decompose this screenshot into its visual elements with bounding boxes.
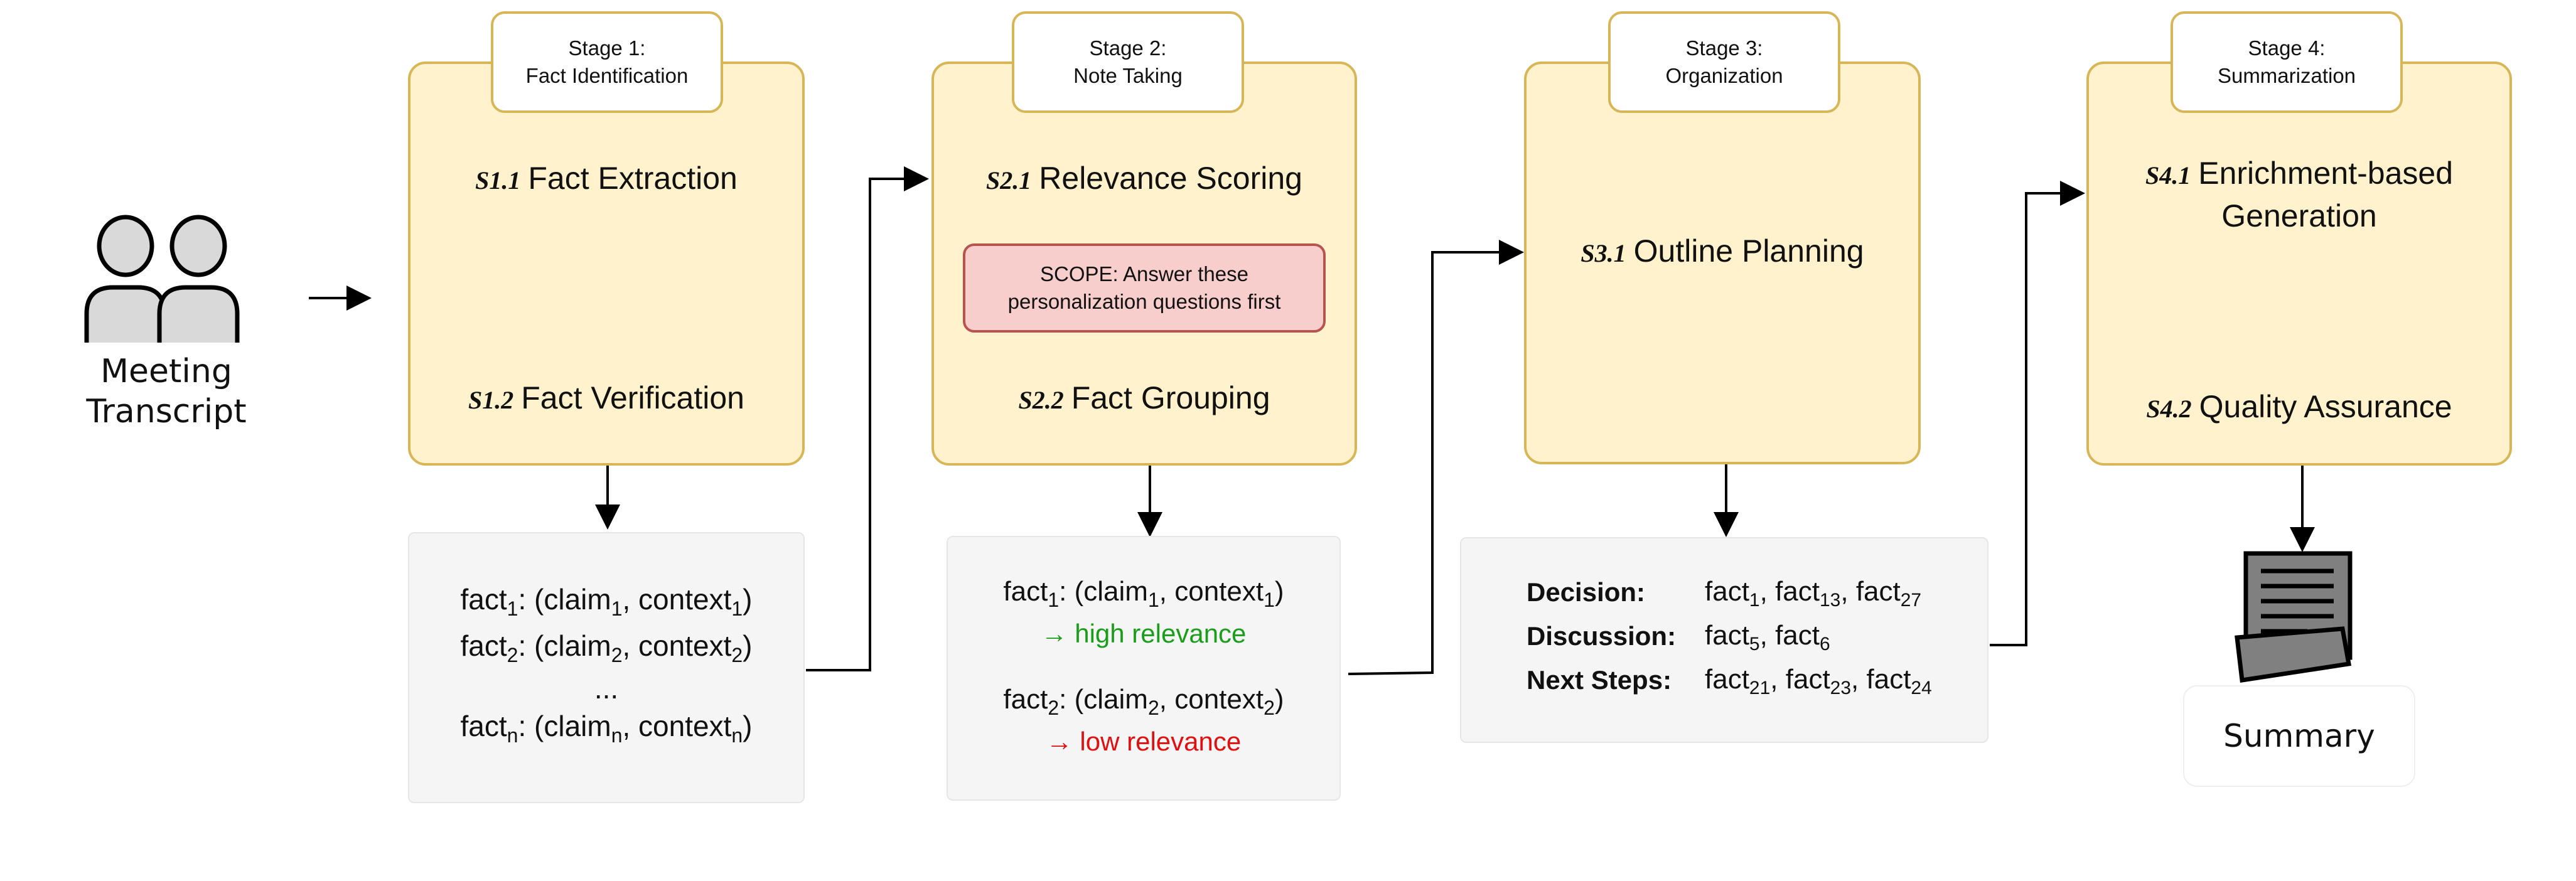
input-label: Meeting Transcript (86, 353, 247, 430)
scope-box: SCOPE: Answer these personalization ques… (963, 243, 1326, 333)
note-fact-1: fact1: (claim1, context1) (1003, 576, 1284, 611)
outline-facts-decision: fact1, fact13, fact27 (1705, 576, 1922, 611)
arrow-notes-to-stage3 (1348, 240, 1524, 675)
summary-box: Summary (2183, 685, 2415, 787)
outline-label-discussion: Discussion: (1527, 621, 1677, 651)
outline-facts-discussion: fact5, fact6 (1705, 620, 1830, 654)
arrow-facts-to-stage2 (806, 166, 929, 671)
fact-line-n: factn: (claimn, contextn) (460, 710, 753, 747)
note-fact-2: fact2: (claim2, context2) (1003, 684, 1284, 719)
stage1-box (408, 61, 805, 466)
fact-ellipsis: ... (594, 672, 619, 705)
note-relevance-low: → low relevance (1046, 727, 1242, 756)
arrow-outline-to-stage4 (1990, 181, 2085, 646)
stage2-tab: Stage 2: Note Taking (1012, 11, 1244, 113)
stage4-box (2086, 61, 2512, 466)
outline-label-decision: Decision: (1527, 577, 1646, 607)
outline-label-next-steps: Next Steps: (1527, 665, 1672, 695)
notes-box (947, 536, 1341, 801)
fact-line-1: fact1: (claim1, context1) (460, 583, 753, 620)
people-icon (84, 215, 240, 343)
fact-line-2: fact2: (claim2, context2) (460, 629, 753, 666)
stage3-tab: Stage 3: Organization (1608, 11, 1840, 113)
stage4-tab: Stage 4: Summarization (2171, 11, 2403, 113)
outline-facts-next-steps: fact21, fact23, fact24 (1705, 664, 1932, 698)
stage3-box (1524, 61, 1921, 464)
note-relevance-high: → high relevance (1041, 619, 1247, 648)
outline-box (1460, 537, 1988, 743)
document-icon (2235, 551, 2353, 683)
facts-box (408, 532, 805, 803)
stage1-tab: Stage 1: Fact Identification (491, 11, 723, 113)
